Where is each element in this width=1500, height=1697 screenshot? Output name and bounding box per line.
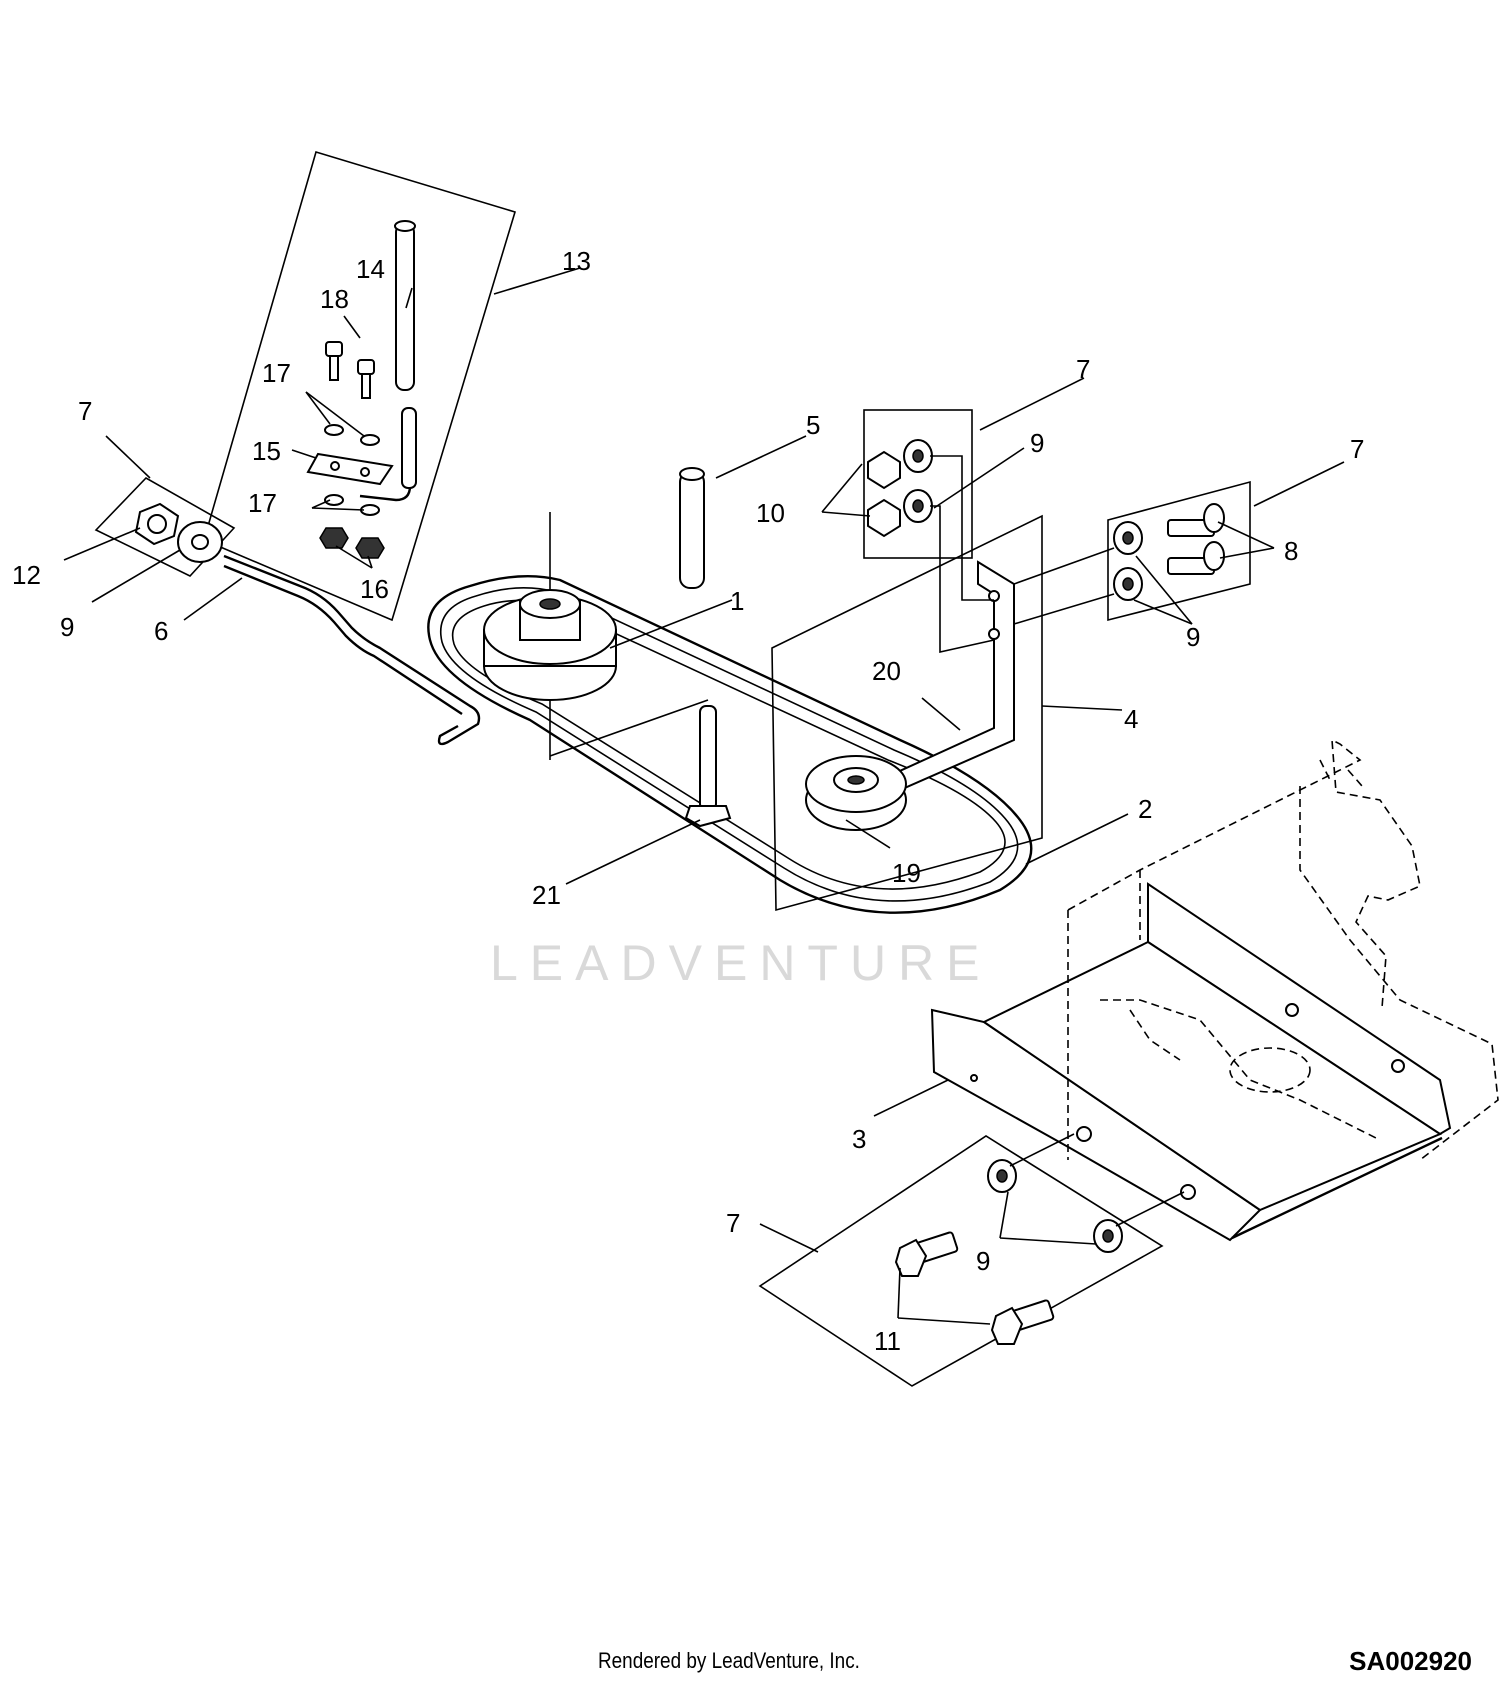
callout-7-upper-middle: 7 xyxy=(1076,354,1090,384)
callout-20: 20 xyxy=(872,656,901,686)
upper-right-hardware-group xyxy=(1013,480,1251,625)
callout-19: 19 xyxy=(892,858,921,888)
callout-7-bottom: 7 xyxy=(726,1208,740,1238)
callout-1: 1 xyxy=(730,586,744,616)
callout-18: 18 xyxy=(320,284,349,314)
callout-8: 8 xyxy=(1284,536,1298,566)
callout-21: 21 xyxy=(532,880,561,910)
callout-17-upper: 17 xyxy=(262,358,291,388)
pulley-part-1 xyxy=(483,512,617,760)
callout-14: 14 xyxy=(356,254,385,284)
callout-11: 11 xyxy=(874,1326,901,1356)
belt-part-2 xyxy=(427,574,1033,914)
callout-6: 6 xyxy=(154,616,168,646)
callout-15: 15 xyxy=(252,436,281,466)
rod-part-6 xyxy=(223,554,481,746)
bracket-part-15 xyxy=(306,452,394,486)
leader-lines xyxy=(63,267,1345,1325)
callout-9-left: 9 xyxy=(60,612,74,642)
bottom-hardware-group xyxy=(758,1133,1185,1387)
mounting-bracket-part-3 xyxy=(930,882,1452,1242)
callout-17-lower: 17 xyxy=(248,488,277,518)
pin-kit-group xyxy=(203,151,516,622)
nut-part-10 xyxy=(867,450,901,490)
callout-3: 3 xyxy=(852,1124,866,1154)
callout-2: 2 xyxy=(1138,794,1152,824)
bolt-part-8 xyxy=(1167,503,1225,575)
callout-7-right: 7 xyxy=(1350,434,1364,464)
bolt-part-21 xyxy=(549,699,732,828)
render-credit: Rendered by LeadVenture, Inc. xyxy=(598,1648,860,1673)
sleeve-part-5 xyxy=(679,467,705,589)
bolt-part-11 xyxy=(894,1231,1055,1345)
callout-9-upper-middle: 9 xyxy=(1030,428,1044,458)
left-hardware-group xyxy=(94,476,236,577)
rod-part-14 xyxy=(395,223,415,391)
callout-12: 12 xyxy=(12,560,41,590)
frame-outline xyxy=(1067,738,1499,1161)
callout-5: 5 xyxy=(806,410,820,440)
callout-9-right: 9 xyxy=(1186,622,1200,652)
upper-middle-hardware-group xyxy=(863,409,995,653)
callout-13: 13 xyxy=(562,246,591,276)
callout-16: 16 xyxy=(360,574,389,604)
callout-9-bottom: 9 xyxy=(976,1246,990,1276)
callout-7-left: 7 xyxy=(78,396,92,426)
idler-arm-group xyxy=(771,514,1043,912)
callout-10: 10 xyxy=(756,498,785,528)
drawing-code: SA002920 xyxy=(1349,1646,1472,1676)
watermark: LEADVENTURE xyxy=(490,935,992,991)
bolt-part-18 xyxy=(325,341,375,399)
callout-labels: 1 2 3 4 5 6 7 7 7 7 8 9 9 9 9 10 11 12 1… xyxy=(12,246,1364,1356)
callout-4: 4 xyxy=(1124,704,1138,734)
